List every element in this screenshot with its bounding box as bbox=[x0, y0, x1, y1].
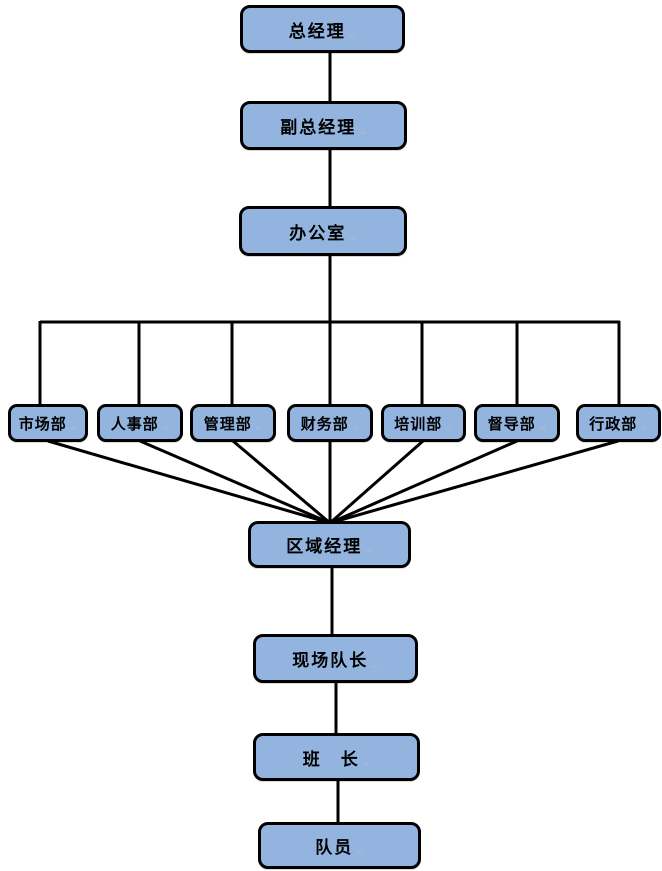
node-dept-management[interactable]: 管理部 ↵ bbox=[190, 404, 276, 442]
node-label: 人事部 bbox=[110, 414, 159, 433]
node-office[interactable]: 办公室 ↵ bbox=[239, 206, 407, 256]
node-label: 行政部 bbox=[589, 414, 638, 433]
node-label: 总经理 bbox=[288, 21, 346, 42]
paragraph-mark-icon: ↵ bbox=[358, 128, 367, 139]
node-label: 区域经理 bbox=[286, 537, 363, 557]
node-team-member[interactable]: 队员 ↵ bbox=[258, 822, 421, 869]
node-label: 培训部 bbox=[394, 414, 443, 433]
paragraph-mark-icon: ↵ bbox=[347, 31, 357, 42]
node-label: 管理部 bbox=[203, 414, 252, 433]
node-label: 队员 bbox=[315, 838, 354, 858]
paragraph-mark-icon: ↵ bbox=[68, 423, 78, 434]
node-regional-manager[interactable]: 区域经理 ↵ bbox=[248, 521, 411, 568]
node-dept-marketing[interactable]: 市场部 ↵ bbox=[8, 404, 88, 442]
paragraph-mark-icon: ↵ bbox=[639, 423, 648, 434]
node-deputy-general-manager[interactable]: 副总经理 ↵ bbox=[240, 101, 407, 150]
paragraph-mark-icon: ↵ bbox=[355, 847, 364, 858]
node-dept-supervision[interactable]: 督导部 ↵ bbox=[474, 404, 560, 442]
node-label: 市场部 bbox=[18, 414, 67, 433]
node-site-captain[interactable]: 现场队长 ↵ bbox=[253, 634, 418, 683]
connector-fan-5 bbox=[329, 439, 424, 525]
paragraph-mark-icon: ↵ bbox=[160, 423, 170, 434]
node-general-manager[interactable]: 总经理 ↵ bbox=[240, 5, 405, 53]
node-dept-hr[interactable]: 人事部 ↵ bbox=[97, 404, 183, 442]
node-squad-leader[interactable]: 班 长 ↵ bbox=[253, 733, 420, 781]
paragraph-mark-icon: ↵ bbox=[364, 546, 373, 557]
node-dept-finance[interactable]: 财务部 ↵ bbox=[287, 404, 373, 442]
node-label: 现场队长 bbox=[292, 651, 369, 671]
node-label: 财务部 bbox=[300, 414, 349, 433]
connector-fan-6 bbox=[329, 439, 518, 525]
paragraph-mark-icon: ↵ bbox=[350, 423, 360, 434]
paragraph-mark-icon: ↵ bbox=[361, 759, 371, 770]
node-label: 班 长 bbox=[302, 749, 360, 770]
connector-fan-3 bbox=[232, 439, 331, 525]
node-label: 办公室 bbox=[289, 223, 347, 244]
connector-fan-2 bbox=[139, 439, 331, 525]
node-label: 副总经理 bbox=[280, 118, 357, 138]
paragraph-mark-icon: ↵ bbox=[444, 423, 453, 434]
paragraph-mark-icon: ↵ bbox=[537, 423, 547, 434]
node-dept-training[interactable]: 培训部 ↵ bbox=[381, 404, 466, 442]
paragraph-mark-icon: ↵ bbox=[253, 423, 263, 434]
connector-fan-7 bbox=[329, 439, 619, 525]
node-dept-administration[interactable]: 行政部 ↵ bbox=[576, 404, 661, 442]
paragraph-mark-icon: ↵ bbox=[370, 661, 379, 672]
node-label: 督导部 bbox=[487, 414, 536, 433]
paragraph-mark-icon: ↵ bbox=[348, 234, 357, 245]
connector-fan-1 bbox=[47, 439, 331, 525]
